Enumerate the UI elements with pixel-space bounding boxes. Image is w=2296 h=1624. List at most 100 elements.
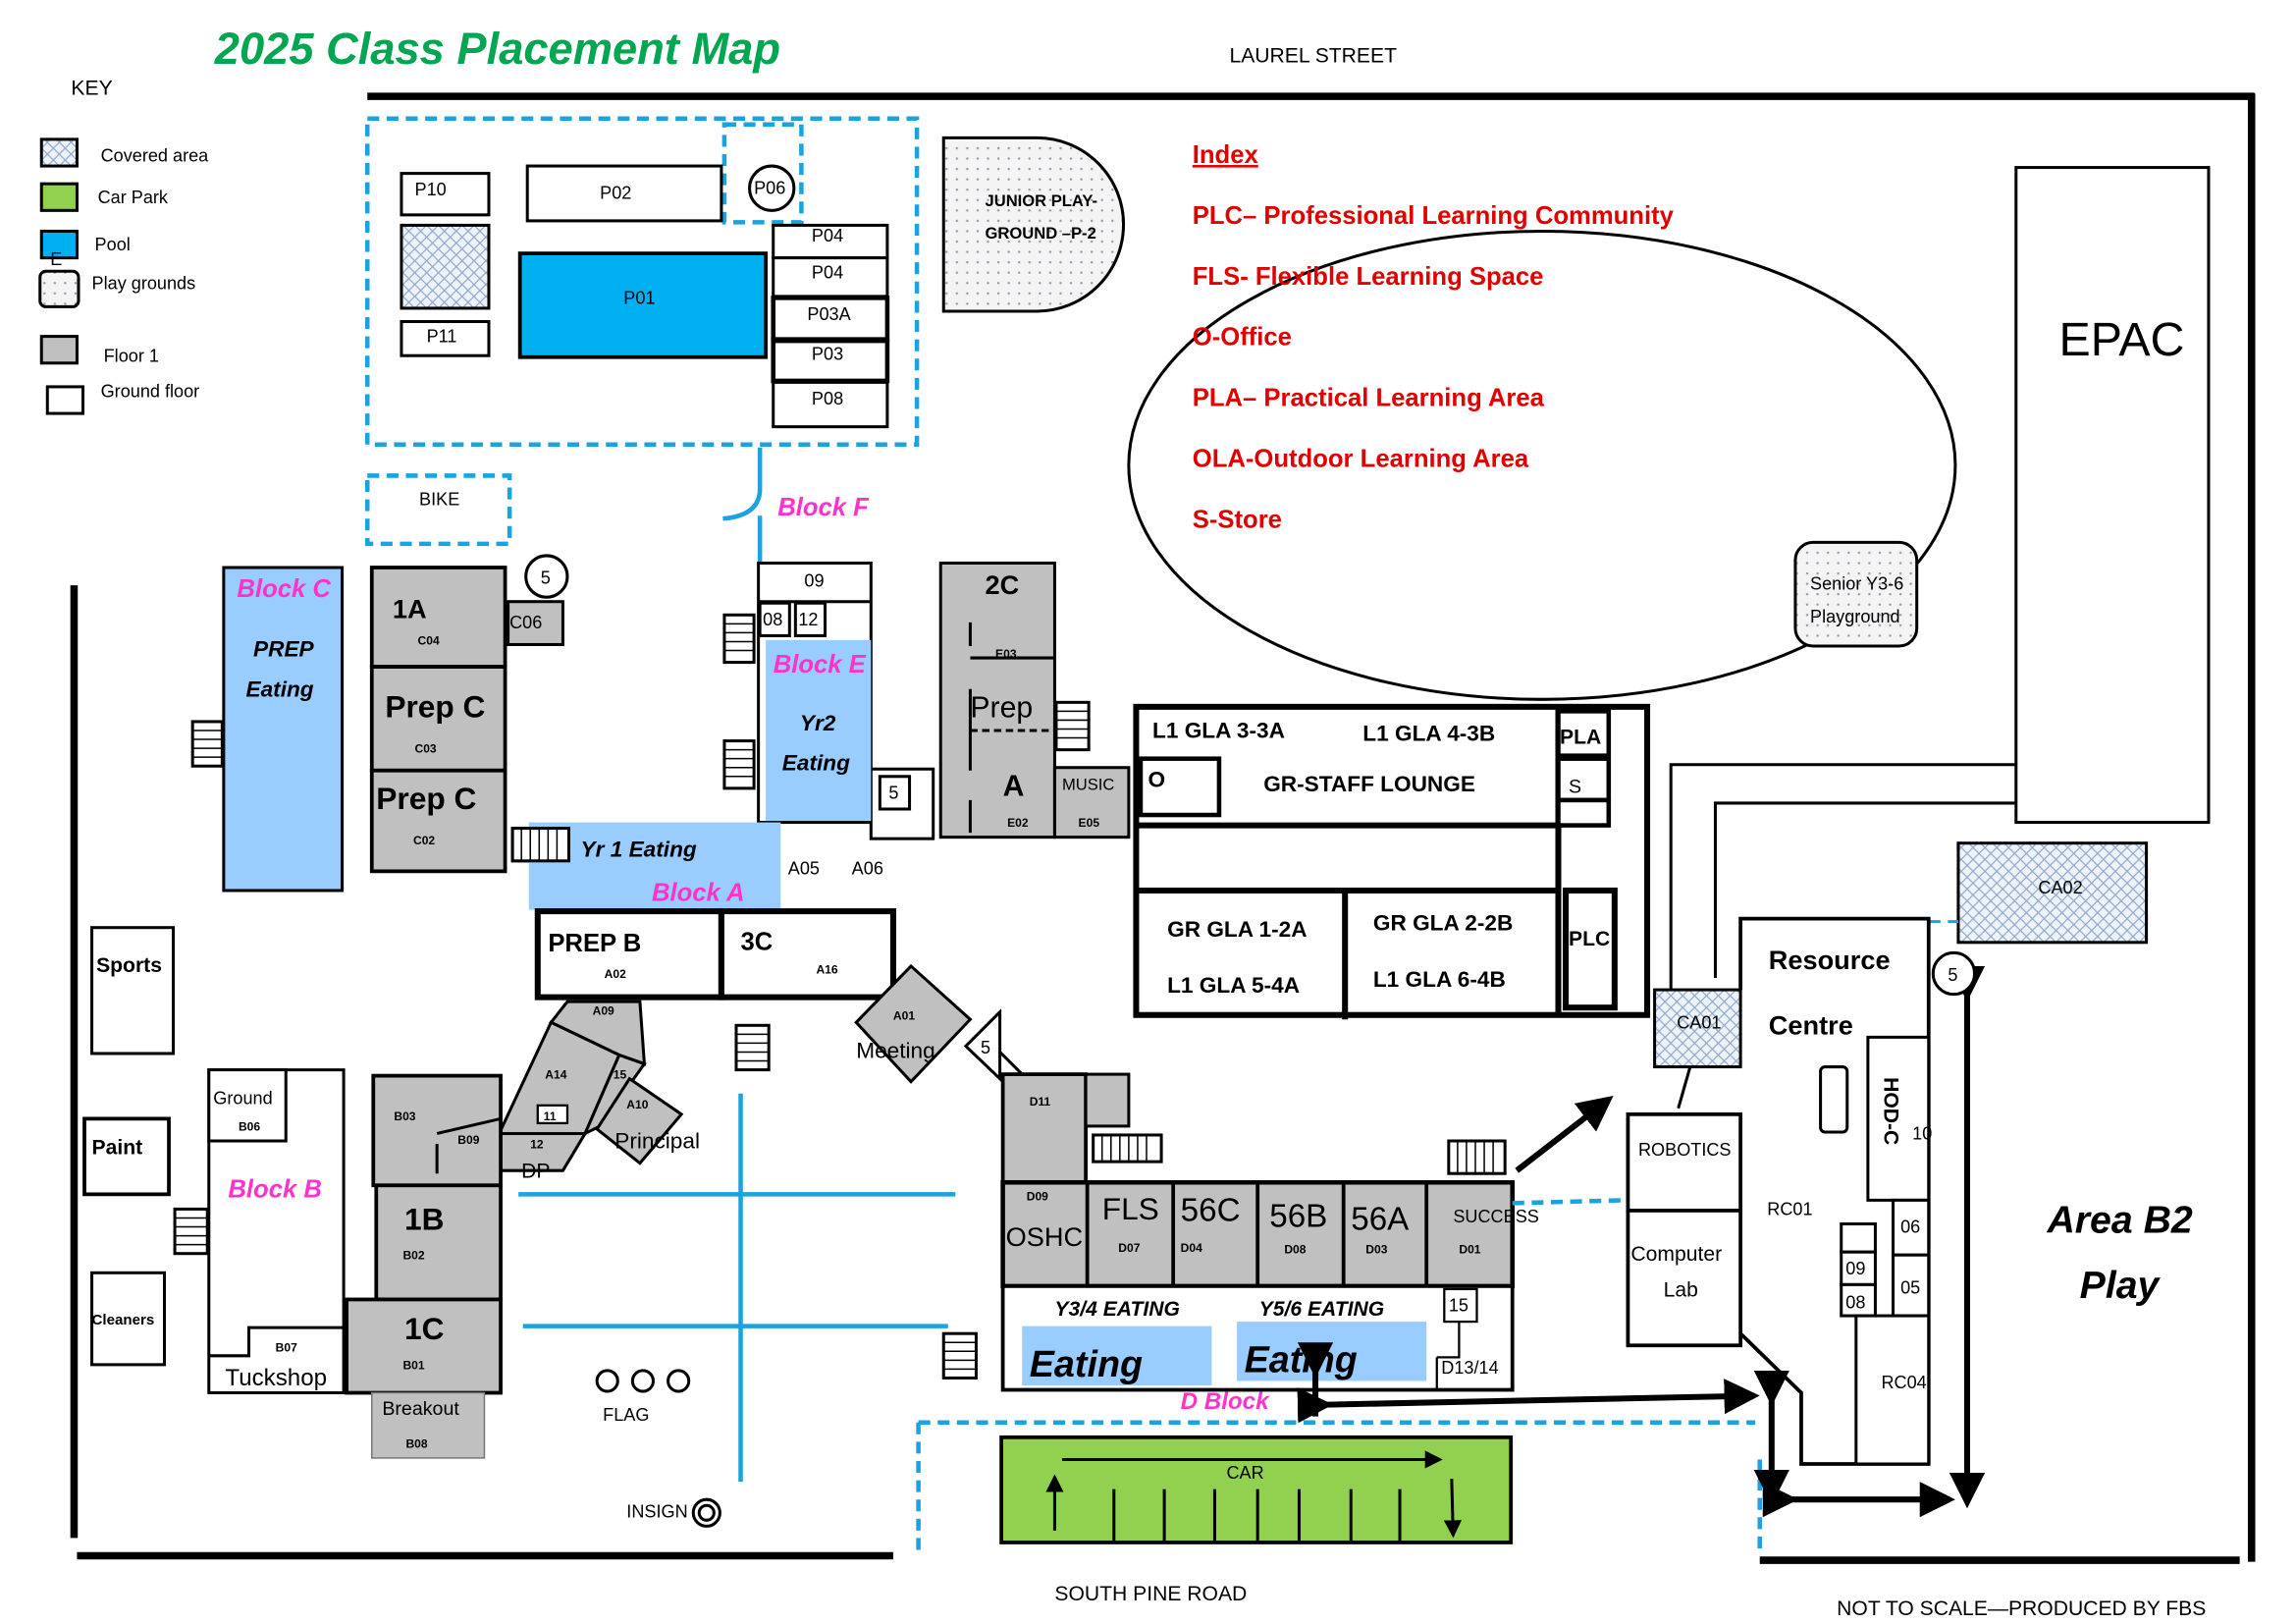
room-c06: C06 bbox=[509, 613, 542, 632]
room-d03: D03 bbox=[1365, 1243, 1387, 1257]
yr2-eating-area bbox=[766, 639, 872, 822]
room-gla-5-4a: L1 GLA 5-4A bbox=[1167, 973, 1300, 998]
pool bbox=[517, 251, 769, 359]
senior-playground bbox=[1793, 540, 1919, 648]
room-a06: A06 bbox=[852, 858, 883, 878]
key-playgrounds: Play grounds bbox=[92, 273, 196, 293]
room-prep-c: Prep C bbox=[376, 781, 476, 816]
room-p06: P06 bbox=[754, 179, 785, 198]
pool-swatch bbox=[39, 229, 79, 260]
bike-area: BIKE bbox=[419, 490, 459, 510]
room-a02: A02 bbox=[605, 967, 626, 981]
room-p04: P04 bbox=[812, 226, 843, 245]
cleaners-label: Cleaners bbox=[92, 1312, 155, 1328]
street-south: SOUTH PINE ROAD bbox=[1054, 1583, 1247, 1605]
room-a05: A05 bbox=[788, 858, 820, 878]
room-e03: E03 bbox=[995, 647, 1017, 661]
yr2-label: Yr2 bbox=[800, 711, 836, 735]
room-1c: 1C bbox=[404, 1311, 444, 1346]
paint-label: Paint bbox=[92, 1137, 143, 1160]
index-item: S-Store bbox=[1193, 506, 1282, 533]
room-b01: B01 bbox=[402, 1358, 424, 1372]
room-d04: D04 bbox=[1181, 1241, 1202, 1255]
block-f-label: Block F bbox=[777, 494, 870, 521]
index-item: PLA– Practical Learning Area bbox=[1193, 385, 1545, 412]
covered-area-swatch bbox=[39, 137, 79, 168]
room-p08: P08 bbox=[812, 389, 843, 408]
block-b-label: Block B bbox=[228, 1175, 321, 1203]
block-e: 09 08 12 Block E Yr2 Eating 5 bbox=[757, 561, 935, 840]
boundary-walls bbox=[70, 92, 2256, 1564]
sports-shed bbox=[90, 926, 176, 1056]
epac-building bbox=[2014, 166, 2211, 825]
area-b2-label: Area B2 bbox=[2046, 1199, 2192, 1242]
room-c03: C03 bbox=[415, 742, 437, 756]
room-11: 11 bbox=[544, 1110, 557, 1123]
room-05: 05 bbox=[1900, 1277, 1920, 1297]
room-gla-4-3b: L1 GLA 4-3B bbox=[1362, 722, 1495, 746]
key-pool: Pool bbox=[95, 235, 131, 254]
room-3c: 3C bbox=[741, 928, 774, 955]
senior-playground-label: Playground bbox=[1810, 607, 1900, 626]
room-56b: 56B bbox=[1269, 1199, 1327, 1235]
room-p03a: P03A bbox=[807, 304, 851, 324]
stair-5: 5 bbox=[981, 1038, 990, 1057]
room-56c: 56C bbox=[1181, 1192, 1241, 1228]
room-a14: A14 bbox=[545, 1068, 566, 1082]
covered-area bbox=[400, 223, 491, 310]
eating-label: Eating bbox=[1245, 1338, 1358, 1380]
index-legend: Index PLC– Professional Learning Communi… bbox=[1193, 141, 1675, 533]
room-oshc: OSHC bbox=[1006, 1221, 1083, 1252]
block-e-label: Block E bbox=[774, 651, 867, 678]
room-hod-c: HOD-C bbox=[1879, 1077, 1901, 1145]
y56-eating-label: Y5/6 EATING bbox=[1259, 1298, 1384, 1321]
gla-staff-block: L1 GLA 3-3A L1 GLA 4-3B PLA O GR-STAFF L… bbox=[1133, 703, 1651, 1020]
room-b06: B06 bbox=[239, 1119, 260, 1133]
room-b08: B08 bbox=[405, 1436, 427, 1450]
key-covered: Covered area bbox=[101, 146, 210, 166]
room-p01: P01 bbox=[623, 288, 655, 307]
room-p02: P02 bbox=[600, 183, 631, 202]
pool-swatch-mark: E bbox=[50, 249, 62, 269]
room-p03: P03 bbox=[812, 345, 843, 364]
key-heading: KEY bbox=[71, 78, 112, 100]
room-10: 10 bbox=[1912, 1123, 1932, 1143]
lab-label: Lab bbox=[1664, 1278, 1698, 1301]
y34-eating-label: Y3/4 EATING bbox=[1054, 1298, 1179, 1321]
key-floor1: Floor 1 bbox=[104, 346, 159, 365]
room-gla-6-4b: L1 GLA 6-4B bbox=[1373, 967, 1506, 992]
eating-label: Eating bbox=[782, 751, 850, 776]
block-2c: 2C E03 Prep A E02 MUSIC E05 bbox=[938, 561, 1131, 839]
room-c04: C04 bbox=[418, 633, 440, 647]
prep-label: PREP bbox=[253, 637, 315, 662]
room-b03: B03 bbox=[394, 1110, 415, 1123]
map-title: 2025 Class Placement Map bbox=[214, 24, 780, 74]
junior-playground-label: GROUND –P-2 bbox=[986, 224, 1096, 243]
street-north: LAUREL STREET bbox=[1229, 44, 1397, 67]
room-robotics: ROBOTICS bbox=[1638, 1140, 1732, 1160]
room-b02: B02 bbox=[402, 1249, 424, 1263]
resource-label: Resource bbox=[1769, 945, 1891, 975]
car-park-swatch bbox=[39, 182, 79, 212]
room-56a: 56A bbox=[1351, 1202, 1410, 1238]
room-prep-b: PREP B bbox=[548, 930, 641, 957]
room-a16: A16 bbox=[816, 962, 837, 976]
room-gla-2-2b: GR GLA 2-2B bbox=[1373, 911, 1513, 936]
room-15: 15 bbox=[1449, 1296, 1468, 1316]
eating-label: Eating bbox=[245, 677, 313, 701]
room-store: S bbox=[1569, 776, 1581, 797]
yr1-eating-label: Yr 1 Eating bbox=[581, 837, 697, 861]
room-d08: D08 bbox=[1284, 1243, 1306, 1257]
playground-swatch bbox=[38, 269, 80, 308]
key-car-park: Car Park bbox=[98, 188, 169, 207]
insign-label: INSIGN bbox=[626, 1501, 687, 1521]
room-b09: B09 bbox=[457, 1133, 479, 1147]
room-d11: D11 bbox=[1030, 1095, 1051, 1109]
room-p10: P10 bbox=[415, 180, 447, 199]
room-2c: 2C bbox=[986, 569, 1020, 600]
y34-eating-area bbox=[1022, 1326, 1212, 1385]
index-item: FLS- Flexible Learning Space bbox=[1193, 263, 1544, 291]
room-08: 08 bbox=[1845, 1293, 1865, 1313]
floor1-swatch bbox=[39, 335, 79, 365]
